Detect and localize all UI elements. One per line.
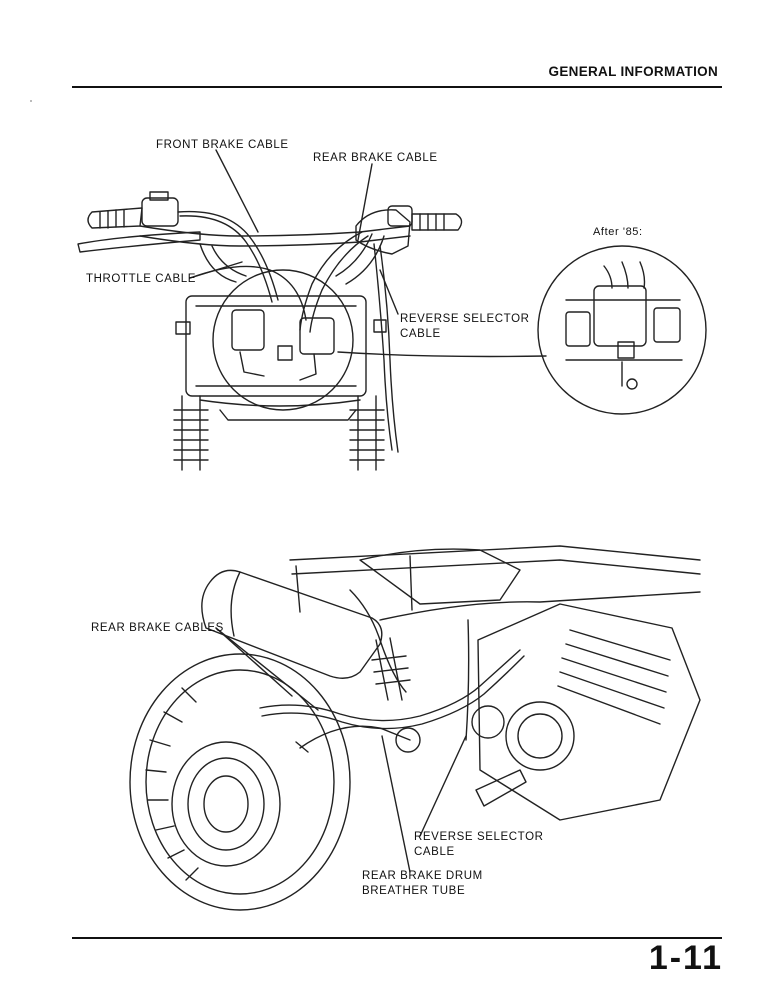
page-section-title: GENERAL INFORMATION [548,64,718,79]
label-rear-brake-drum-line2: BREATHER TUBE [362,885,466,897]
page-number: 1-11 [648,939,723,977]
label-reverse-selector-cable-bottom-line1: REVERSE SELECTOR [414,831,544,843]
label-rear-brake-cable: REAR BRAKE CABLE [313,152,438,164]
label-reverse-selector-cable-top-line2: CABLE [400,328,441,340]
label-rear-brake-cables: REAR BRAKE CABLES [91,622,224,634]
label-throttle-cable: THROTTLE CABLE [86,273,197,285]
inset-caption: After '85: [593,226,643,238]
label-rear-brake-drum-line1: REAR BRAKE DRUM [362,870,483,882]
footer-rule [72,937,722,939]
label-reverse-selector-cable-bottom-line2: CABLE [414,846,455,858]
scan-speck [30,100,32,102]
label-front-brake-cable: FRONT BRAKE CABLE [156,139,289,151]
header-rule [72,86,722,88]
label-reverse-selector-cable-top-line1: REVERSE SELECTOR [400,313,530,325]
